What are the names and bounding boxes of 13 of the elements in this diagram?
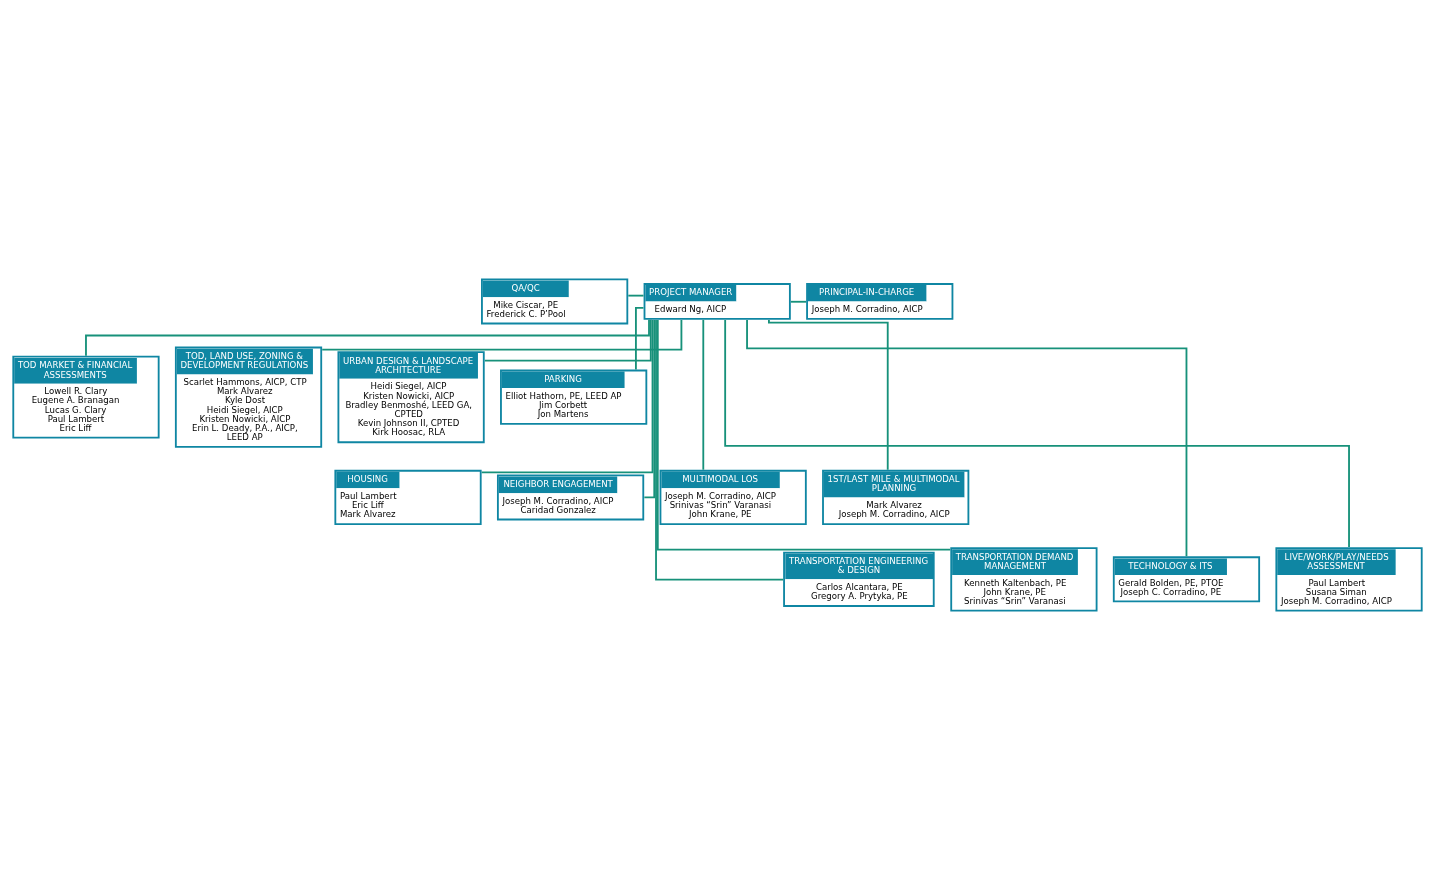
connector [635,306,645,371]
connector [655,319,784,581]
connector [643,318,656,499]
connector [321,319,683,351]
connector [627,294,645,297]
connector [480,318,654,474]
connector [768,319,889,471]
connector [724,319,1350,548]
connector [656,318,952,551]
connector [702,318,705,471]
connector [746,319,1188,558]
connector [789,300,807,303]
connector [483,318,652,362]
